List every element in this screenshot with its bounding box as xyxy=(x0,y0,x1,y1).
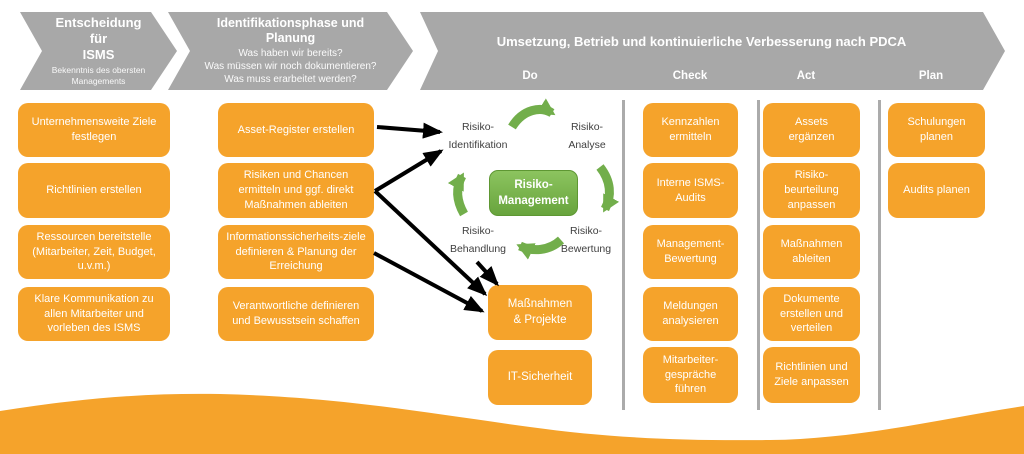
pdca-step-act: Act xyxy=(796,70,816,82)
wave-shape xyxy=(0,393,1024,454)
box-richtlinien-ziele-anpassen: Richtlinien und Ziele anpassen xyxy=(763,347,860,403)
box-schulungen-planen: Schulungen planen xyxy=(888,103,985,157)
cycle-node-risiko-identifikation: Risiko- Identifikation xyxy=(448,121,508,152)
phase2-line3: Was muss erarbeitet werden? xyxy=(224,74,357,86)
box-audits-planen: Audits planen xyxy=(888,163,985,218)
box-meldungen-analysieren: Meldungen analysieren xyxy=(643,287,738,341)
divider-check-act xyxy=(757,100,760,410)
box-informationssicherheitsziele: Informationssicherheits-ziele definieren… xyxy=(218,225,374,279)
box-assets-ergaenzen: Assets ergänzen xyxy=(763,103,860,157)
box-massnahmen-projekte: Maßnahmen & Projekte xyxy=(488,285,592,340)
box-ressourcen-bereitstellen: Ressourcen bereitstelle (Mitarbeiter, Ze… xyxy=(18,225,170,279)
box-unternehmensweite-ziele: Unternehmensweite Ziele festlegen xyxy=(18,103,170,157)
divider-act-plan xyxy=(878,100,881,410)
pdca-step-check: Check xyxy=(672,70,708,82)
phase2-title: Identifikationsphase und Planung xyxy=(216,15,365,46)
phase2-line1: Was haben wir bereits? xyxy=(238,47,343,59)
box-asset-register: Asset-Register erstellen xyxy=(218,103,374,157)
phase-chevron-pdca: Umsetzung, Betrieb und kontinuierliche V… xyxy=(420,12,1005,90)
cycle-node-risiko-behandlung: Risiko- Behandlung xyxy=(449,225,507,256)
phase1-title: Entscheidung für ISMS xyxy=(55,14,142,63)
box-richtlinien-erstellen: Richtlinien erstellen xyxy=(18,163,170,218)
phase3-title: Umsetzung, Betrieb und kontinuierliche V… xyxy=(496,34,907,49)
box-klare-kommunikation: Klare Kommunikation zu allen Mitarbeiter… xyxy=(18,287,170,341)
box-risikobeurteilung-anpassen: Risiko-beurteilung anpassen xyxy=(763,163,860,218)
cycle-node-risiko-analyse: Risiko- Analyse xyxy=(568,121,606,152)
divider-do-check xyxy=(622,100,625,410)
box-interne-isms-audits: Interne ISMS-Audits xyxy=(643,163,738,218)
risiko-management-box: Risiko- Management xyxy=(489,170,578,216)
box-kennzahlen: Kennzahlen ermitteln xyxy=(643,103,738,157)
cycle-node-risiko-bewertung: Risiko- Bewertung xyxy=(560,225,612,256)
box-dokumente-erstellen: Dokumente erstellen und verteilen xyxy=(763,287,860,341)
box-it-sicherheit: IT-Sicherheit xyxy=(488,350,592,405)
box-mitarbeitergespraeche: Mitarbeiter-gespräche führen xyxy=(643,347,738,403)
pdca-step-plan: Plan xyxy=(918,70,944,82)
phase-chevron-identification: Identifikationsphase und Planung Was hab… xyxy=(168,12,413,90)
box-risiken-chancen: Risiken und Chancen ermitteln und ggf. d… xyxy=(218,163,374,218)
box-verantwortliche: Verantwortliche definieren und Bewusstse… xyxy=(218,287,374,341)
box-massnahmen-ableiten: Maßnahmen ableiten xyxy=(763,225,860,279)
phase2-line2: Was müssen wir noch dokumentieren? xyxy=(204,61,377,73)
box-management-bewertung: Management-Bewertung xyxy=(643,225,738,279)
pdca-step-do: Do xyxy=(522,70,538,82)
phase1-subtitle: Bekenntnis des obersten Managements xyxy=(51,65,146,87)
phase-chevron-decision: Entscheidung für ISMS Bekenntnis des obe… xyxy=(20,12,177,90)
